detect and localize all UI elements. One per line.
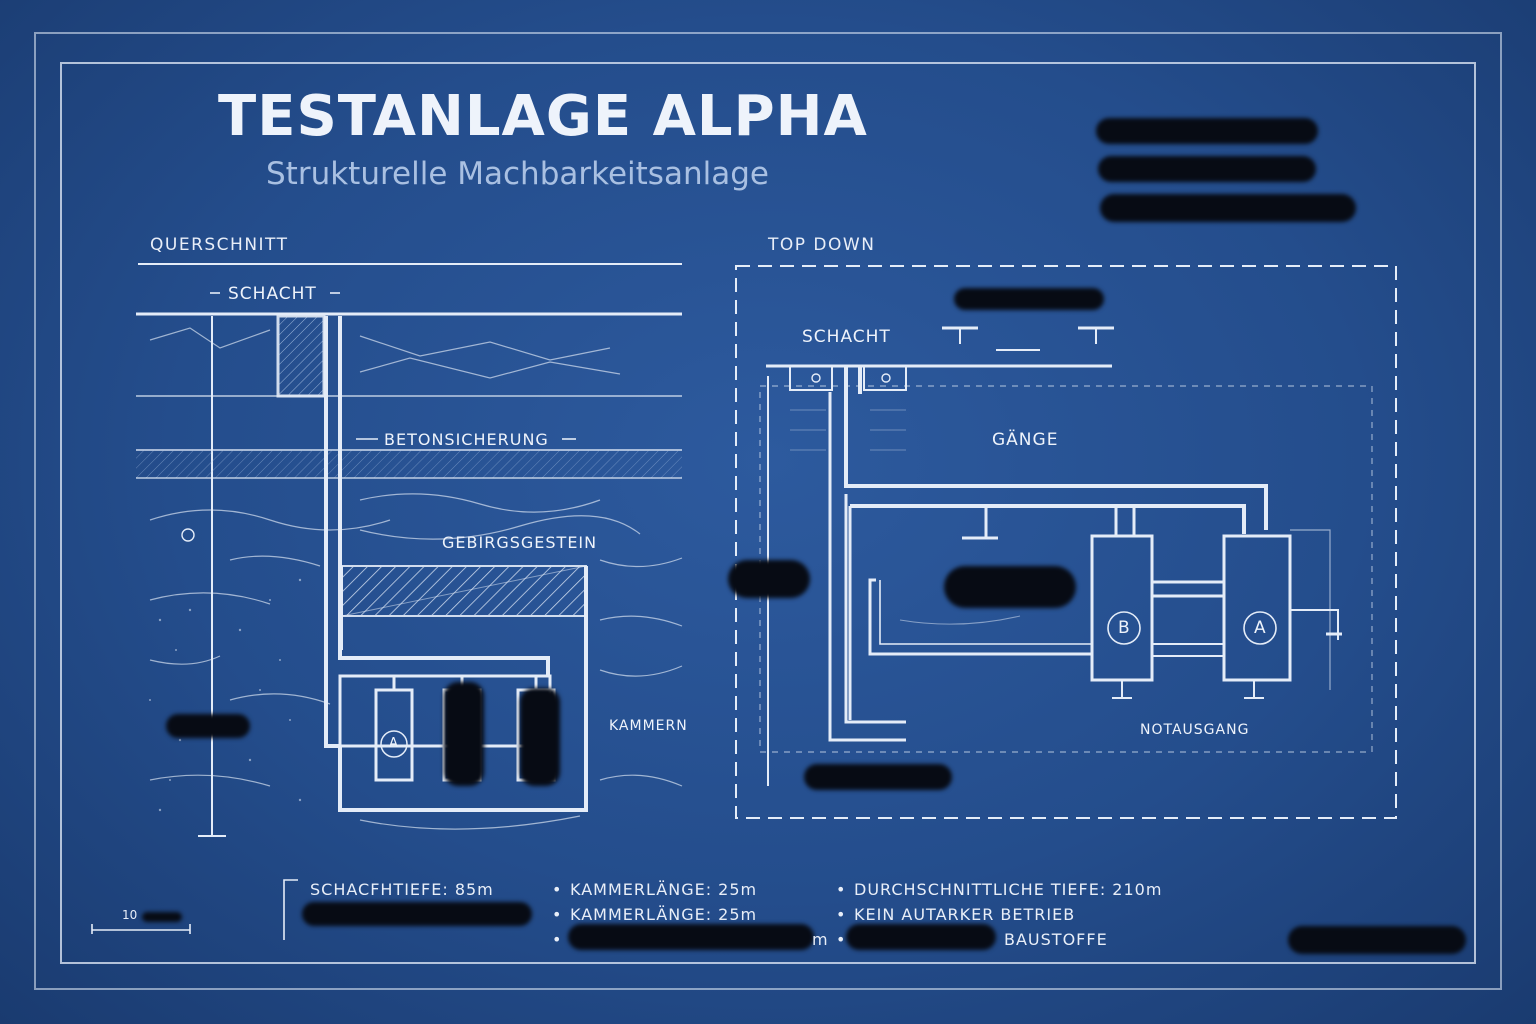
- note-chamber-length-2: KAMMERLÄNGE: 25m: [570, 905, 758, 924]
- redaction-block: [142, 912, 182, 922]
- redaction-block: [954, 288, 1104, 310]
- redaction-block: [444, 682, 484, 786]
- note-no-autarky: KEIN AUTARKER BETRIEB: [854, 905, 1076, 924]
- redaction-block: [1098, 156, 1316, 182]
- top-down-heading: TOP DOWN: [768, 235, 876, 255]
- redaction-block: [1096, 118, 1318, 144]
- cross-section-heading: QUERSCHNITT: [150, 235, 289, 255]
- cs-chambers-label: KAMMERN: [609, 718, 688, 734]
- bullet-icon: •: [836, 880, 846, 899]
- cs-concrete-label: BETONSICHERUNG: [384, 430, 549, 449]
- redaction-block: [944, 566, 1076, 608]
- redaction-block: [846, 924, 996, 950]
- cs-chamber-a-label: A: [389, 736, 399, 751]
- bullet-icon: •: [836, 905, 846, 924]
- bullet-icon: •: [552, 880, 562, 899]
- page-title: TESTANLAGE ALPHA: [218, 84, 868, 149]
- redaction-block: [520, 688, 560, 786]
- redaction-block: [728, 560, 810, 598]
- bullet-icon: •: [552, 930, 562, 949]
- cross-section-drawing: [136, 263, 683, 837]
- redaction-block: [568, 924, 814, 950]
- td-tunnels-label: GÄNGE: [992, 430, 1059, 450]
- td-shaft-label: SCHACHT: [802, 327, 891, 347]
- redaction-block: [1288, 926, 1466, 954]
- scale-bar: [91, 924, 191, 934]
- inner-border: [60, 62, 1476, 964]
- redaction-block: [302, 902, 532, 926]
- page-subtitle: Strukturelle Machbarkeitsanlage: [266, 156, 769, 192]
- notes-bracket: [283, 879, 298, 940]
- note-materials: BAUSTOFFE: [1004, 930, 1108, 949]
- cs-shaft-label: SCHACHT: [228, 284, 317, 304]
- td-emergency-exit-label: NOTAUSGANG: [1140, 722, 1250, 738]
- td-chamber-b-label: B: [1118, 618, 1131, 638]
- redaction-block: [1100, 194, 1356, 222]
- redaction-block: [166, 714, 250, 738]
- cs-rock-label: GEBIRGSGESTEIN: [442, 533, 598, 552]
- redaction-block: [804, 764, 952, 790]
- bullet-icon: •: [552, 905, 562, 924]
- note-shaft-depth: SCHACFHTIEFE: 85m: [310, 880, 494, 899]
- td-chamber-a-label: A: [1254, 618, 1267, 638]
- top-down-drawing: [735, 265, 1397, 819]
- outer-border: [34, 32, 1502, 990]
- scale-bar-label: 10: [122, 908, 138, 922]
- note-chamber-length-1: KAMMERLÄNGE: 25m: [570, 880, 758, 899]
- note-col2-suffix: m: [812, 930, 829, 949]
- note-average-depth: DURCHSCHNITTLICHE TIEFE: 210m: [854, 880, 1163, 899]
- bullet-icon: •: [836, 930, 846, 949]
